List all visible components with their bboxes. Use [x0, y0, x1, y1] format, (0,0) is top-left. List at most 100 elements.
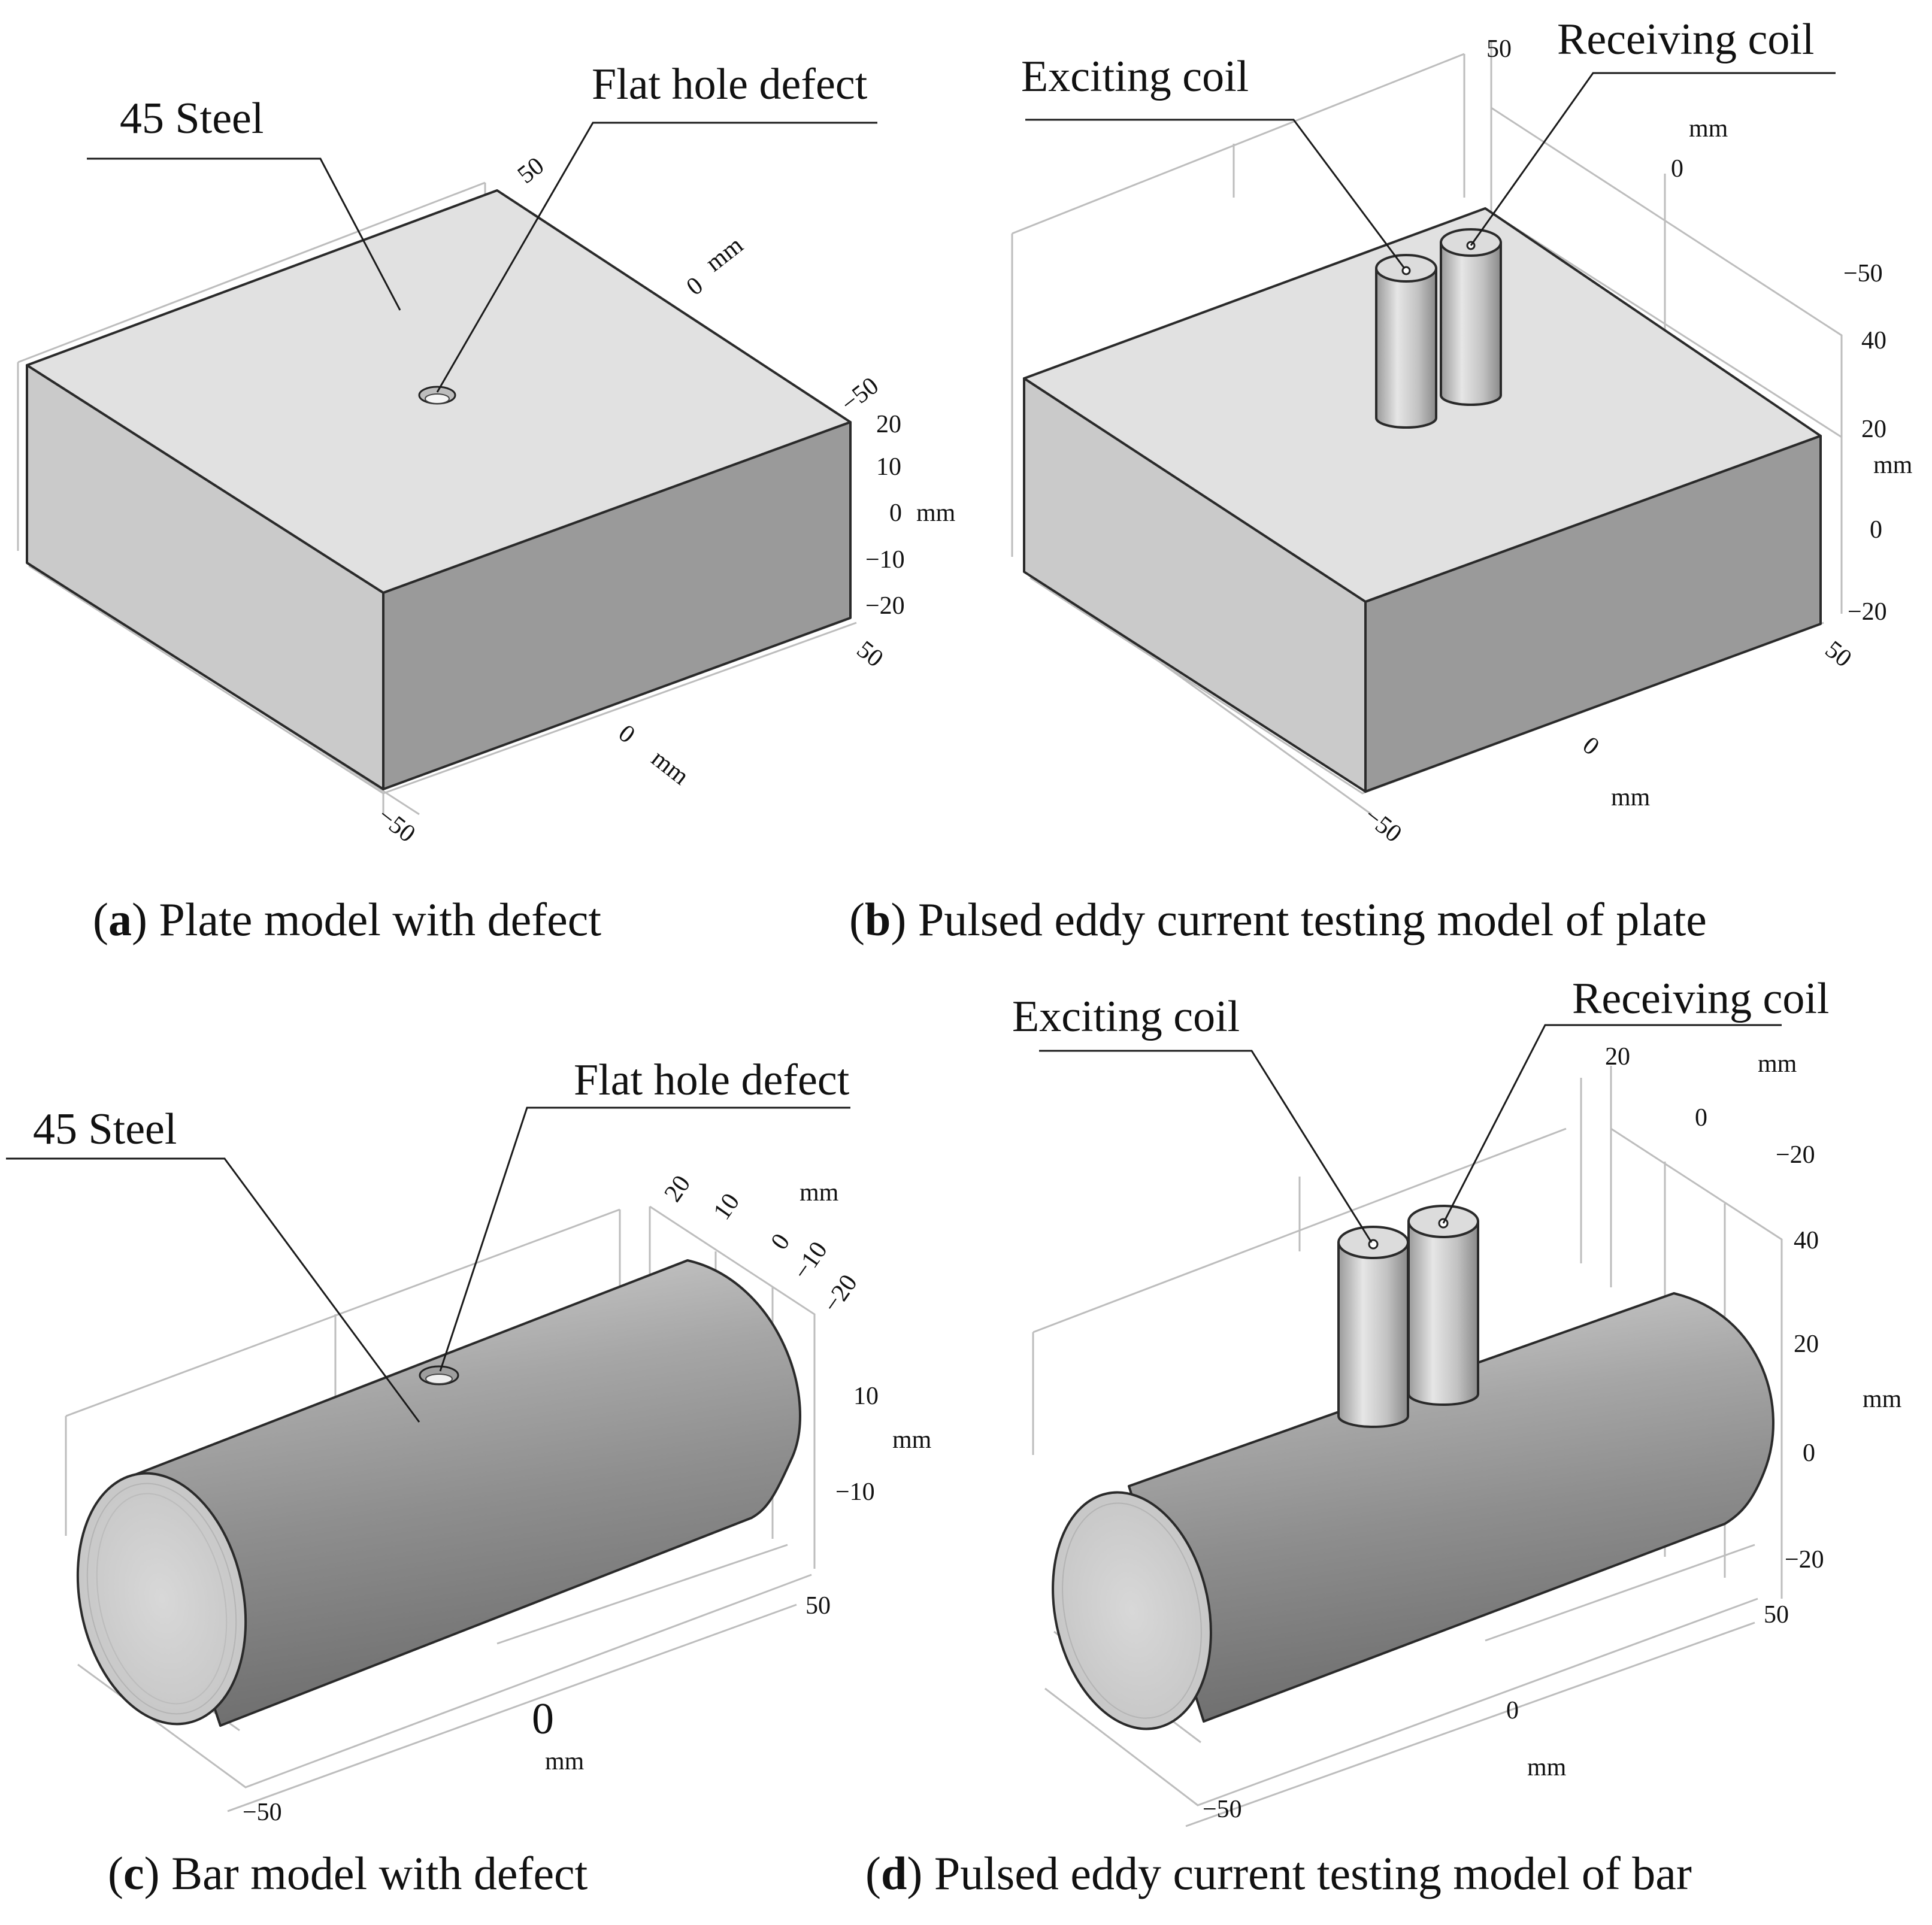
z-tick: 10: [876, 453, 901, 481]
material-label: 45 Steel: [120, 94, 264, 143]
x-tick: −50: [373, 802, 420, 848]
z-tick: 10: [853, 1383, 879, 1410]
y-tick: −50: [1843, 260, 1883, 287]
receiving-coil-label: Receiving coil: [1572, 974, 1829, 1023]
x-tick: 0: [613, 720, 640, 749]
bar-cylinder-d: [1052, 1292, 1774, 1730]
z-tick: −20: [865, 592, 905, 620]
x-tick: 0: [1577, 732, 1604, 761]
leader-receiving-b: [1470, 72, 1836, 246]
x-tick: −50: [1203, 1796, 1242, 1823]
x-tick: −50: [243, 1799, 282, 1826]
leader-defect-a: [436, 122, 877, 393]
x-tick: 0: [1506, 1697, 1519, 1724]
x-tick: −50: [1359, 802, 1407, 848]
panel-c: 45 Steel Flat hole defect 20 10 mm 0 −10…: [6, 1056, 932, 1899]
flat-hole-defect: [418, 386, 456, 405]
x-tick: 50: [1764, 1601, 1789, 1629]
caption-letter: d: [881, 1847, 907, 1899]
z-tick: −20: [1785, 1546, 1824, 1574]
x-tick: 50: [805, 1592, 831, 1620]
material-label: 45 Steel: [33, 1105, 177, 1154]
z-tick: 0: [1870, 516, 1882, 544]
y-tick: 50: [1486, 35, 1512, 63]
y-tick: −20: [818, 1270, 863, 1318]
panel-b: Exciting coil Receiving coil 50 mm 0 −50…: [849, 15, 1913, 945]
x-tick: 50: [852, 636, 888, 673]
x-unit: mm: [1527, 1754, 1567, 1781]
caption-b: (b) Pulsed eddy current testing model of…: [849, 893, 1707, 945]
defect-label: Flat hole defect: [592, 60, 868, 109]
x-unit: mm: [1611, 784, 1651, 811]
panel-a: 45 Steel Flat hole defect 50 0 mm −50 20…: [17, 60, 956, 945]
z-unit: mm: [892, 1426, 932, 1454]
y-tick: 0: [1695, 1104, 1707, 1132]
y-unit: mm: [1689, 115, 1728, 143]
y-tick: −20: [1776, 1141, 1815, 1169]
z-tick: −20: [1848, 598, 1887, 626]
z-tick: −10: [865, 546, 905, 574]
caption-d: (d) Pulsed eddy current testing model of…: [865, 1847, 1692, 1899]
caption-letter: c: [123, 1847, 144, 1899]
leader-defect-c: [439, 1107, 850, 1372]
y-tick: 10: [708, 1189, 746, 1225]
plate-side-face: [382, 421, 852, 790]
z-tick: 20: [1861, 416, 1886, 443]
leader-material-c: [6, 1157, 420, 1423]
x-tick: 0: [532, 1694, 554, 1744]
caption-text: Pulsed eddy current testing model of bar: [934, 1847, 1692, 1899]
panel-b-ticks: 50 mm 0 −50 40 20 mm 0 −20 50 0 mm −50: [1359, 35, 1913, 848]
z-unit: mm: [1873, 451, 1913, 479]
y-tick: 0: [682, 272, 708, 301]
panel-a-callouts: 45 Steel Flat hole defect: [87, 60, 877, 393]
panel-d: Exciting coil Receiving coil 20 mm 0 −20…: [865, 974, 1902, 1899]
exciting-coil-label: Exciting coil: [1012, 992, 1240, 1041]
panel-b-callouts: Exciting coil Receiving coil: [1021, 15, 1836, 269]
caption-text: Plate model with defect: [159, 893, 601, 945]
exciting-coil-label: Exciting coil: [1021, 52, 1249, 101]
x-tick: 50: [1820, 636, 1857, 673]
panel-c-callouts: 45 Steel Flat hole defect: [6, 1056, 850, 1423]
receiving-coil-b: [1440, 228, 1502, 406]
z-tick: 20: [876, 411, 901, 438]
y-tick: 50: [513, 152, 549, 189]
y-unit: mm: [1758, 1050, 1797, 1078]
flat-hole-defect: [419, 1365, 459, 1386]
bar-end-face: [1052, 1491, 1212, 1730]
leader-exciting-d: [1039, 1050, 1373, 1243]
panel-d-callouts: Exciting coil Receiving coil: [1012, 974, 1829, 1243]
caption-letter: b: [865, 893, 891, 945]
panel-d-ticks: 20 mm 0 −20 40 20 mm 0 −20 50 0 mm −50: [1203, 1043, 1902, 1823]
caption-letter: a: [108, 893, 132, 945]
y-tick: 0: [766, 1229, 796, 1255]
z-tick: 0: [1803, 1439, 1815, 1467]
z-unit: mm: [916, 499, 956, 527]
leader-exciting-b: [1025, 119, 1406, 269]
z-tick: −10: [835, 1478, 875, 1506]
defect-label: Flat hole defect: [574, 1056, 850, 1105]
leader-receiving-d: [1442, 1024, 1782, 1224]
x-unit: mm: [646, 745, 694, 791]
z-tick: 20: [1794, 1330, 1819, 1358]
receiving-coil-d: [1407, 1205, 1479, 1406]
plate-side-face: [1364, 435, 1822, 793]
y-unit: mm: [701, 231, 749, 277]
caption-c: (c) Bar model with defect: [108, 1847, 588, 1899]
y-unit: mm: [800, 1179, 839, 1206]
y-tick: 0: [1671, 155, 1683, 183]
exciting-coil-b: [1375, 254, 1437, 429]
z-unit: mm: [1863, 1386, 1902, 1413]
z-tick: 0: [889, 499, 902, 527]
exciting-coil-d: [1337, 1226, 1409, 1428]
y-tick: 20: [1605, 1043, 1630, 1071]
plate-block-a: [26, 189, 852, 790]
bar-cylinder-c: [76, 1259, 801, 1727]
leader-material-a: [87, 157, 401, 311]
caption-text: Bar model with defect: [171, 1847, 588, 1899]
receiving-coil-label: Receiving coil: [1557, 15, 1814, 64]
caption-text: Pulsed eddy current testing model of pla…: [918, 893, 1707, 945]
y-tick: 20: [659, 1171, 697, 1207]
z-tick: 40: [1861, 327, 1886, 354]
caption-a: (a) Plate model with defect: [93, 893, 601, 945]
